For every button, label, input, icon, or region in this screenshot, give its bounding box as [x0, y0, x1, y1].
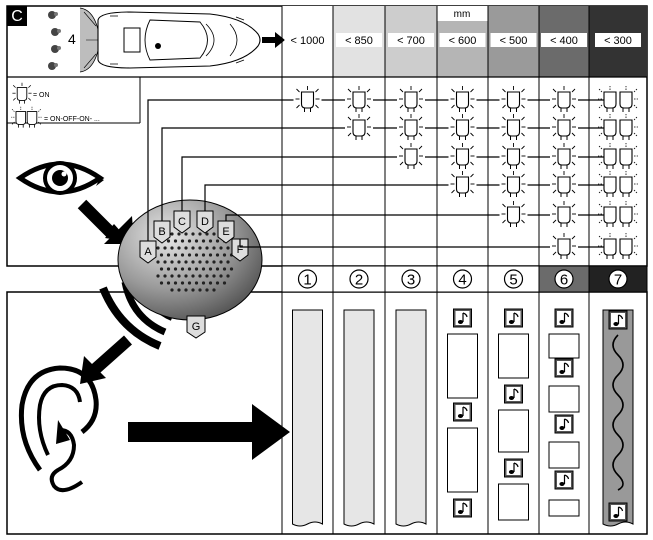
figure-id-box — [7, 6, 27, 26]
tone-bar-2 — [343, 309, 375, 527]
tone-bar-7 — [602, 309, 634, 527]
led-blink-icon — [597, 170, 639, 198]
led-tag-d: D — [196, 210, 214, 234]
svg-text:C: C — [178, 216, 186, 228]
tone-bar-4 — [447, 308, 478, 518]
svg-text:E: E — [222, 226, 229, 238]
legend-blink-text: = ON-OFF-ON- ... — [44, 116, 100, 123]
distance-label-box-4 — [439, 33, 486, 47]
ear-arrow-shaft — [88, 335, 132, 377]
distance-label-5: < 500 — [500, 35, 528, 47]
led-on-icon — [500, 142, 527, 170]
speaker-label: G — [192, 321, 201, 333]
sound-arrow — [128, 404, 290, 460]
tone-bar-5 — [498, 308, 529, 521]
distance-label-box-3 — [388, 33, 434, 47]
led-on-icon — [551, 113, 577, 141]
stage-number-3: 3 — [407, 272, 415, 289]
bottom-panel-frame — [6, 291, 648, 535]
svg-text:B: B — [158, 226, 165, 238]
led-on-icon — [346, 85, 372, 113]
led-blink-icon — [597, 85, 639, 113]
eye-icon — [15, 161, 105, 195]
legend-on-text: = ON — [33, 92, 50, 99]
stage-number-2: 2 — [355, 272, 363, 289]
stage-number-4: 4 — [458, 272, 466, 289]
led-tag-e: E — [217, 220, 235, 244]
led-blink-icon — [10, 106, 43, 129]
stage-number-6: 6 — [560, 272, 568, 289]
svg-text:F: F — [237, 244, 244, 256]
ear-icon — [18, 365, 99, 493]
led-on-icon — [398, 142, 424, 170]
distance-label-box-5 — [490, 33, 537, 47]
distance-label-box-6 — [541, 33, 587, 47]
tone-bar-6 — [548, 308, 580, 517]
distance-label-1: < 1000 — [291, 35, 325, 47]
led-on-icon — [500, 85, 527, 113]
led-on-icon — [500, 113, 527, 141]
stage-number-5: 5 — [509, 272, 517, 289]
tone-bars — [292, 308, 634, 527]
led-on-icon — [551, 85, 577, 113]
led-tag-b: B — [153, 220, 171, 244]
distance-label-4: < 600 — [449, 35, 477, 47]
stage-number-row: 1 2 3 4 5 6 7 — [281, 265, 648, 293]
car-icon — [79, 7, 261, 73]
column-grid — [281, 6, 590, 534]
led-on-icon — [551, 200, 577, 228]
led-on-icon — [346, 113, 372, 141]
led-on-icon — [500, 170, 527, 198]
speaker-grille — [156, 232, 234, 292]
led-tag-c: C — [173, 210, 191, 234]
ear-arrow-head — [80, 356, 106, 384]
distance-label-box-7 — [595, 33, 641, 47]
led-on-icon — [11, 82, 33, 105]
eye-arrow-shaft — [77, 199, 117, 239]
led-on-icon — [551, 142, 577, 170]
led-blink-icon — [597, 113, 639, 141]
distance-label-3: < 700 — [397, 35, 425, 47]
stage-number-7: 7 — [614, 272, 622, 289]
led-tag-a: A — [139, 240, 157, 264]
figure-id: C — [11, 8, 23, 25]
led-on-icon — [398, 85, 424, 113]
led-on-icon — [449, 170, 476, 198]
led-on-icon — [294, 85, 321, 113]
led-blink-icon — [597, 200, 639, 228]
distance-label-7: < 300 — [604, 35, 632, 47]
stage-number-1: 1 — [303, 272, 311, 289]
led-blink-icon — [597, 232, 639, 260]
led-on-icon — [449, 113, 476, 141]
distance-arrow — [262, 32, 285, 48]
distance-label-box-1 — [284, 33, 331, 47]
distance-label-2: < 850 — [345, 35, 373, 47]
led-tag-f: F — [231, 238, 249, 262]
sensor-count: 4 — [68, 31, 76, 47]
svg-text:A: A — [144, 246, 152, 258]
led-on-icon — [449, 85, 476, 113]
led-on-icon — [398, 113, 424, 141]
distance-label-6: < 400 — [550, 35, 578, 47]
svg-text:D: D — [201, 216, 209, 228]
led-on-icon — [449, 142, 476, 170]
tone-bar-3 — [395, 309, 427, 527]
speaker-tag: G — [186, 315, 206, 339]
led-on-icon — [551, 170, 577, 198]
unit-label: mm — [454, 9, 471, 20]
led-on-icon — [551, 232, 577, 260]
led-matrix — [147, 85, 639, 260]
tone-bar-1 — [292, 309, 323, 527]
sensor-icons — [48, 11, 61, 70]
led-on-icon — [500, 200, 527, 228]
led-blink-icon — [597, 142, 639, 170]
unit-box — [437, 6, 488, 21]
distance-label-box-2 — [336, 33, 382, 47]
